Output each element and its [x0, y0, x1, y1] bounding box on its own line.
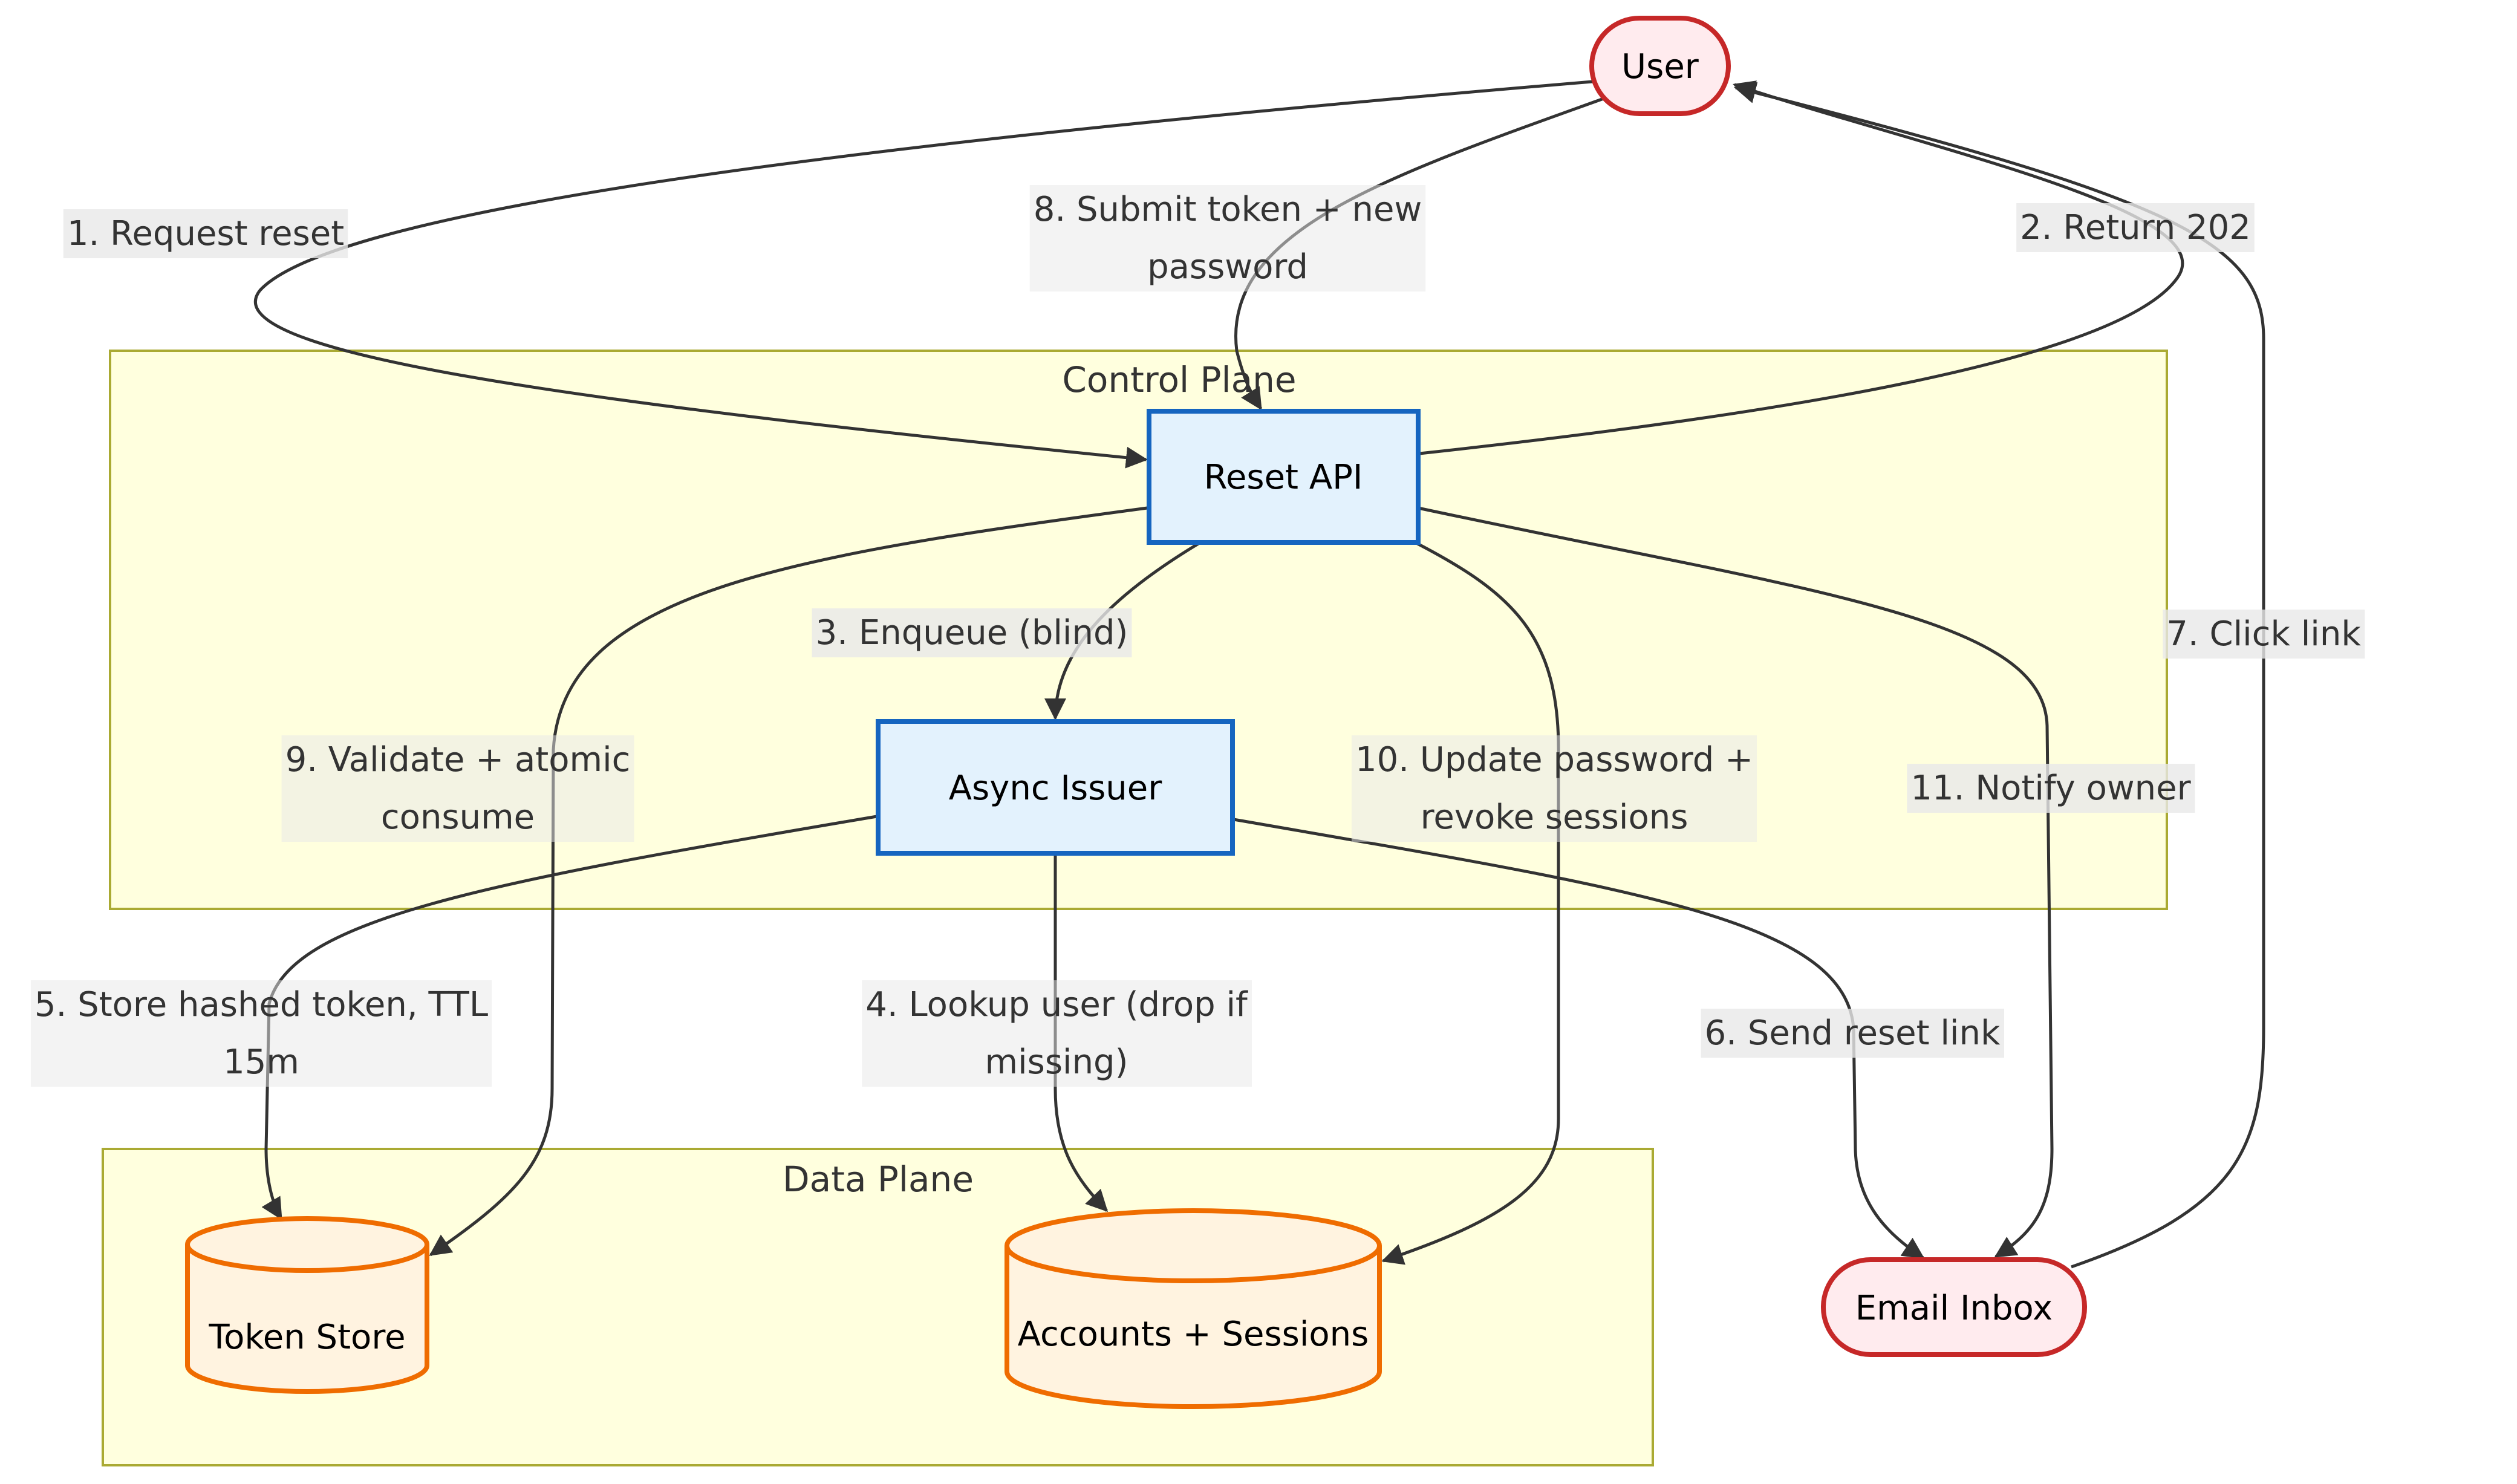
edge-label-1-bg: [63, 209, 348, 258]
edge-label-5-bg: [30, 980, 492, 1087]
edge-label-3-bg: [812, 608, 1132, 657]
node-reset-api-label: Reset API: [1204, 458, 1363, 497]
node-accounts-sessions[interactable]: Accounts + Sessions: [1005, 1208, 1382, 1409]
edge-label-9-line1: 9. Validate + atomic: [285, 740, 631, 779]
edge-label-8-line1: 8. Submit token + new: [1034, 190, 1422, 229]
edge-7-click-link: [1734, 82, 2265, 1269]
edge-label-11: 11. Notify owner: [1907, 764, 2195, 813]
edge-label-7: 7. Click link: [2163, 610, 2365, 659]
edge-11-notify-owner: [1418, 506, 2054, 1258]
edge-label-11-bg: [1907, 764, 2195, 813]
node-token-store-rim: [185, 1244, 429, 1273]
edge-4-lookup-user: [1053, 854, 1109, 1212]
edge-label-3-text: 3. Enqueue (blind): [816, 613, 1128, 653]
edge-label-4-line2: missing): [985, 1043, 1128, 1082]
edge-label-3: 3. Enqueue (blind): [812, 608, 1132, 657]
edge-2-return-202: [1419, 80, 2184, 455]
edge-label-8-bg: [1029, 185, 1426, 291]
edge-label-6-bg: [1701, 1009, 2004, 1058]
node-reset-api-shape[interactable]: [1147, 409, 1421, 545]
node-email-inbox[interactable]: Email Inbox: [1821, 1257, 2087, 1357]
edge-label-10-bg: [1351, 735, 1757, 842]
edge-label-6: 6. Send reset link: [1701, 1009, 2004, 1058]
edge-label-7-bg: [2163, 610, 2365, 659]
cluster-data-plane-title: Data Plane: [783, 1159, 974, 1200]
node-token-store-shape[interactable]: [185, 1216, 429, 1394]
node-async-issuer-label: Async Issuer: [949, 769, 1163, 808]
edge-label-8-line2: password: [1147, 247, 1308, 287]
cluster-control-plane-title: Control Plane: [1062, 359, 1296, 400]
node-accounts-sessions-rim: [1005, 1245, 1382, 1283]
edge-label-9-line2: consume: [381, 798, 535, 837]
node-async-issuer[interactable]: Async Issuer: [876, 719, 1235, 856]
edge-label-5-line2: 15m: [223, 1043, 299, 1082]
edge-label-4-line1: 4. Lookup user (drop if: [865, 985, 1248, 1024]
edge-label-6-text: 6. Send reset link: [1705, 1014, 2001, 1053]
edge-label-1-text: 1. Request reset: [67, 214, 344, 253]
node-token-store[interactable]: Token Store: [185, 1216, 429, 1394]
edge-label-11-text: 11. Notify owner: [1910, 769, 2191, 808]
edges: [253, 80, 2265, 1269]
edge-label-10: 10. Update password + revoke sessions: [1351, 735, 1757, 842]
edge-label-8: 8. Submit token + new password: [1029, 185, 1426, 291]
edge-label-9: 9. Validate + atomic consume: [281, 735, 634, 842]
edge-label-7-text: 7. Click link: [2166, 614, 2361, 654]
edge-labels: 1. Request reset 2. Return 202 8. Submit…: [30, 185, 2365, 1087]
edge-label-5: 5. Store hashed token, TTL 15m: [30, 980, 492, 1087]
edge-9-validate: [429, 506, 1148, 1257]
node-reset-api[interactable]: Reset API: [1147, 409, 1421, 545]
node-email-inbox-shape[interactable]: [1821, 1257, 2087, 1357]
edge-label-4: 4. Lookup user (drop if missing): [862, 980, 1252, 1087]
edge-label-1: 1. Request reset: [63, 209, 348, 258]
edge-6-send-reset-link: [1233, 818, 1925, 1260]
node-user[interactable]: User: [1589, 16, 1731, 116]
node-email-inbox-label: Email Inbox: [1855, 1289, 2053, 1328]
edge-label-2: 2. Return 202: [2016, 203, 2255, 252]
edge-label-2-bg: [2016, 203, 2255, 252]
node-async-issuer-shape[interactable]: [876, 719, 1235, 856]
node-user-label: User: [1621, 47, 1699, 86]
edge-label-9-bg: [281, 735, 634, 842]
node-user-shape[interactable]: [1589, 16, 1731, 116]
edge-label-10-line1: 10. Update password +: [1355, 740, 1753, 779]
node-accounts-sessions-shape[interactable]: [1005, 1208, 1382, 1409]
edge-label-5-line1: 5. Store hashed token, TTL: [34, 985, 488, 1024]
edge-label-10-line2: revoke sessions: [1421, 798, 1688, 837]
node-accounts-sessions-label: Accounts + Sessions: [1018, 1315, 1369, 1354]
edge-label-4-bg: [862, 980, 1252, 1087]
edge-5-store-token: [261, 815, 878, 1220]
node-token-store-label: Token Store: [208, 1318, 405, 1357]
edge-label-2-text: 2. Return 202: [2020, 208, 2251, 247]
edge-1-request-reset: [253, 80, 1593, 469]
